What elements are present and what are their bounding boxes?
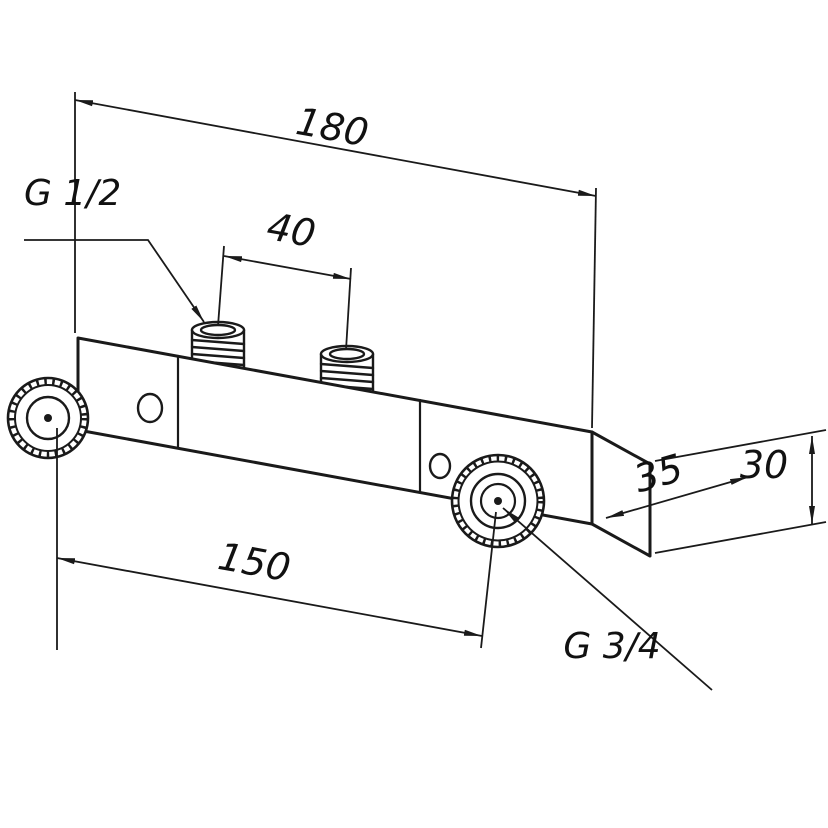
left-port-center-dot <box>44 414 52 422</box>
dimension-150 <box>56 428 497 650</box>
label-g12: G 1/2 <box>24 173 205 323</box>
right-port-center-dot <box>494 497 502 505</box>
right-mounting-hole <box>428 452 452 480</box>
g34-leader-line <box>502 507 713 691</box>
dimension-30 <box>654 429 827 554</box>
g12-text: G 1/2 <box>24 173 121 214</box>
right-port <box>450 453 546 549</box>
label-g34: G 3/4 <box>502 507 713 691</box>
g34-text: G 3/4 <box>563 626 660 667</box>
dim-40-text: 40 <box>264 204 319 256</box>
dim-30-text: 30 <box>740 443 788 487</box>
dim-35-text: 35 <box>629 446 688 502</box>
dimension-180 <box>74 92 597 429</box>
dim-150-text: 150 <box>215 534 294 590</box>
g12-leader-line <box>24 239 205 323</box>
dimension-35 <box>605 476 749 519</box>
dimension-40 <box>217 245 352 351</box>
left-mounting-hole <box>136 392 164 424</box>
dim-180-text: 180 <box>293 99 372 155</box>
left-port <box>6 376 90 460</box>
